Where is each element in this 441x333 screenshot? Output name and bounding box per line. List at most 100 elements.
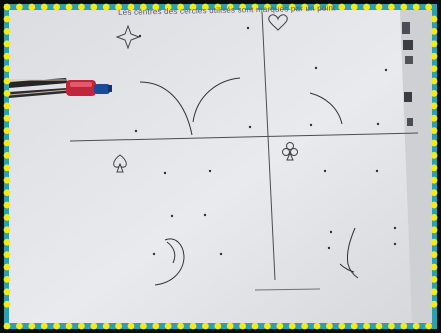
frame-dot (53, 3, 60, 11)
frame-dot (3, 189, 11, 197)
frame-dot (430, 288, 438, 296)
frame-dot (28, 322, 36, 330)
frame-dot (102, 3, 110, 11)
frame-dot (430, 139, 438, 147)
frame-dot (288, 322, 296, 330)
frame-dot (301, 322, 308, 330)
frame-dot (264, 322, 271, 330)
frame-dot (400, 3, 408, 11)
frame-dot (3, 263, 11, 271)
frame-dot (375, 322, 383, 330)
frame-dot (430, 102, 438, 110)
frame-dot (102, 322, 110, 330)
frame-dot (3, 226, 11, 234)
frame-dot (425, 322, 432, 330)
heart-icon (268, 14, 288, 31)
frame-dot (3, 15, 11, 23)
frame-dot (3, 28, 11, 35)
right-edge-marker (402, 22, 410, 34)
frame-dot (78, 322, 85, 330)
frame-dot (164, 322, 172, 330)
frame-dot (65, 3, 73, 11)
right-edge-marker (405, 56, 413, 64)
frame-dot (226, 3, 234, 11)
arc-lower-right-inner (339, 263, 355, 273)
frame-dot (40, 3, 48, 11)
arc-upper-left (139, 81, 193, 136)
frame-dot (189, 322, 197, 330)
frame-dot (214, 3, 222, 11)
frame-dot (288, 3, 296, 11)
frame-dot (412, 322, 420, 330)
frame-dot (3, 152, 11, 159)
frame-dot (430, 300, 438, 308)
arc-lower-left (154, 238, 185, 286)
frame-dot (3, 201, 11, 209)
frame-dot (276, 322, 284, 330)
frame-dot (3, 102, 11, 110)
frame-dot (388, 322, 395, 330)
frame-dot (301, 3, 308, 11)
frame-dot (430, 65, 438, 72)
right-edge-marker (403, 40, 413, 50)
frame-dot (430, 152, 438, 159)
frame-dot (430, 90, 438, 97)
arc-upper-right (309, 92, 343, 125)
frame-dot (313, 3, 321, 11)
frame-dot (177, 322, 185, 330)
frame-dot (3, 77, 11, 85)
frame-dot (3, 276, 11, 283)
frame-dot (115, 322, 122, 330)
frame-dot (375, 3, 383, 11)
right-edge-marker (407, 118, 413, 126)
frame-dot (430, 127, 438, 134)
frame-dot (430, 52, 438, 60)
frame-dot (412, 3, 420, 11)
frame-dot (239, 3, 247, 11)
arc-upper-middle (192, 77, 241, 123)
frame-dot (430, 164, 438, 172)
frame-dot (3, 90, 11, 97)
frame-dot (3, 288, 11, 296)
frame-dot (202, 322, 209, 330)
frame-dot (430, 251, 438, 258)
paper-sheet (9, 10, 432, 323)
frame-dot (3, 3, 11, 11)
frame-dot (140, 3, 147, 11)
frame-dot (115, 3, 122, 11)
compass-tool (8, 78, 112, 98)
frame-dot (326, 322, 333, 330)
frame-dot (78, 3, 85, 11)
frame-dot (326, 3, 333, 11)
frame-dot (177, 3, 185, 11)
frame-dot (16, 322, 23, 330)
frame-dot (3, 127, 11, 134)
frame-dot (3, 300, 11, 308)
frame-dot (3, 214, 11, 221)
frame-dot (152, 3, 160, 11)
frame-dot (3, 65, 11, 72)
frame-dot (239, 322, 247, 330)
frame-dot (430, 176, 438, 184)
frame-dot (388, 3, 395, 11)
frame-dot (28, 3, 36, 11)
frame-dot (202, 3, 209, 11)
frame-dot (127, 322, 135, 330)
frame-dot (430, 15, 438, 23)
frame-dot (90, 3, 98, 11)
arc-lower-left-inner (166, 241, 176, 264)
frame-dot (16, 3, 23, 11)
frame-dot (3, 251, 11, 258)
frame-dot (425, 3, 432, 11)
frame-dot (226, 322, 234, 330)
frame-dot (430, 201, 438, 209)
frame-dot (430, 276, 438, 283)
frame-dot (3, 52, 11, 60)
frame-dot (3, 164, 11, 172)
frame-dot (430, 214, 438, 221)
frame-dot (313, 322, 321, 330)
frame-dot (140, 322, 147, 330)
axis-lines (69, 11, 419, 291)
frame-dot (430, 263, 438, 271)
